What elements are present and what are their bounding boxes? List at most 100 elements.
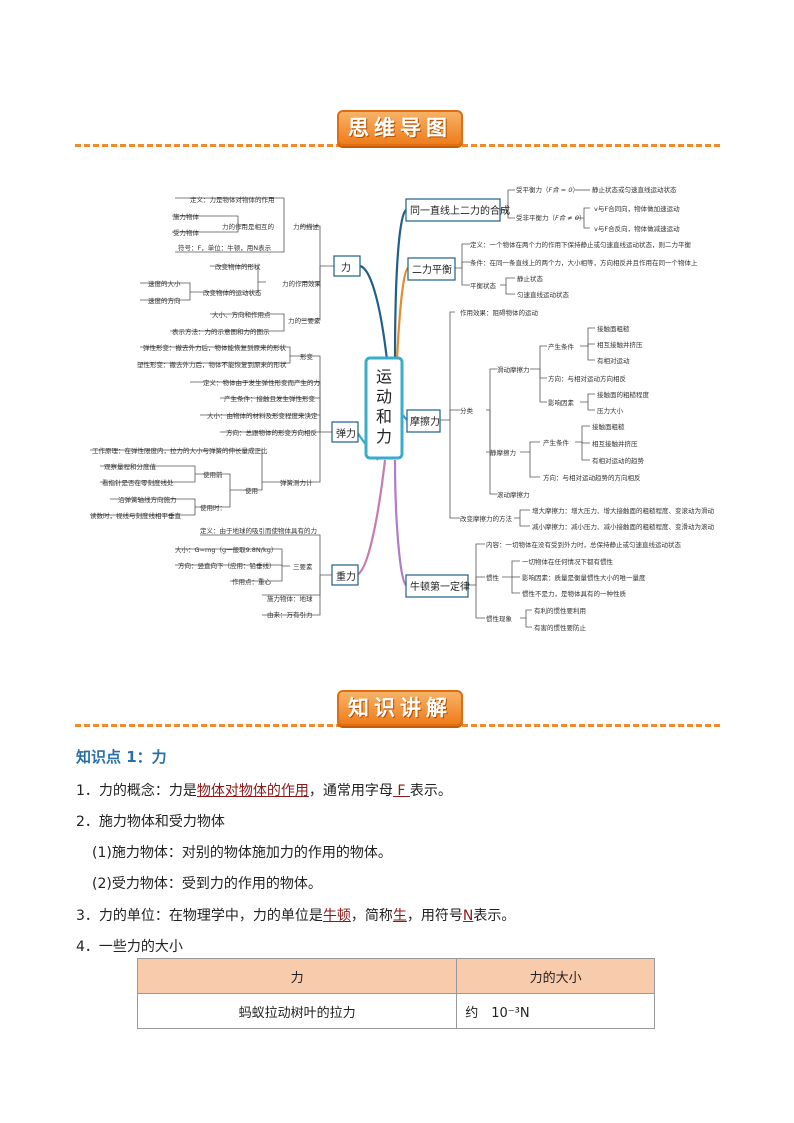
para-3: 3．力的单位：在物理学中，力的单位是牛顿，简称生，用符号N表示。 — [76, 908, 516, 924]
table-row: 蚂蚁拉动树叶的拉力 约 10⁻³N — [136, 993, 655, 1029]
center-node — [364, 356, 404, 460]
node-li: 力 — [341, 261, 351, 274]
mc-xg: 作用效果：阻碍物体的运动 — [460, 308, 539, 317]
tl-cond: 产生条件：接触且发生弹性形变 — [224, 394, 316, 403]
shiyong: 使用 — [245, 486, 258, 495]
dfz: 大小、方向和作用点 — [212, 310, 271, 319]
para-2-2: (2)受力物体：受到力的作用的物体。 — [92, 876, 322, 892]
answer-1: 物体对物体的作用 — [196, 783, 309, 799]
zuoyong-label: 力的作用效果 — [282, 279, 322, 288]
yl-dx: 压力大小 — [597, 406, 624, 415]
para-4: 4．一些力的大小 — [76, 939, 183, 955]
node-erli: 二力平衡 — [412, 263, 452, 276]
gaibian-xz: 改变物体的形状 — [215, 262, 261, 271]
node-tanli: 弹力 — [336, 427, 356, 440]
cc-cd: 接触面的粗糙程度 — [597, 390, 650, 399]
gaibian-yd: 改变物体的运动状态 — [203, 288, 262, 297]
gx-yh: 有害的惯性要防止 — [534, 623, 587, 632]
center-char-3: 和 — [376, 407, 392, 426]
mindmap-banner: 思维导图 — [75, 110, 720, 150]
force-table: 力 力的大小 蚂蚁拉动树叶的拉力 约 10⁻³N — [136, 958, 655, 1029]
node-mocali: 摩擦力 — [410, 415, 440, 428]
fuhao-label: 符号：F，单位：牛顿，用N表示 — [178, 243, 272, 252]
zd: 增大摩擦力：增大压力、增大接触面的粗糙程度、变滚动为滑动 — [532, 506, 715, 515]
gc: 观察量程和分度值 — [104, 462, 157, 471]
answer-2: F — [392, 783, 410, 799]
zl-pt: 作用点：重心 — [232, 577, 272, 586]
el-cond: 条件：在同一条直线上的两个力，大小相等，方向相反并且作用在同一个物体上 — [470, 258, 698, 267]
sanyaosu: 力的三要素 — [288, 316, 321, 325]
sudu-fx: 速度的方向 — [148, 296, 181, 305]
shou-fph: 受非平衡力（F合 ≠ 0） — [516, 213, 585, 222]
fenlei: 分类 — [460, 406, 474, 415]
jc-cc: 接触面粗糙 — [597, 324, 630, 333]
jx: 减小摩擦力：减小压力、减小接触面的粗糙程度、变滑动为滚动 — [532, 522, 715, 531]
gx1: 一切物体在任何情况下都有惯性 — [522, 557, 614, 566]
section-title: 知识点 1：力 — [76, 748, 167, 766]
zl-size: 大小：G=mg（g一般取9.8N/kg） — [175, 545, 277, 554]
tl-def: 定义：物体由于发生弹性形变而产生的力 — [203, 378, 320, 387]
zl-3: 三要素 — [293, 562, 313, 571]
biaoshi: 表示方法：力的示意图和力的图示 — [172, 327, 270, 336]
gx2: 影响因素：质量是衡量惯性大小的唯一量度 — [522, 573, 646, 582]
fx-js: v与F合反向，物体做减速运动 — [594, 224, 680, 233]
center-char-2: 动 — [376, 387, 392, 406]
table-header: 力 — [136, 958, 458, 994]
shili-label: 施力物体 — [173, 212, 200, 221]
answer-4: 生 — [392, 908, 407, 924]
center-char-1: 运 — [376, 367, 392, 386]
jm-dir: 方向：与相对运动趋势的方向相反 — [543, 473, 641, 482]
li-def: 定义：力是物体对物体的作用 — [190, 195, 275, 204]
hd-cs: 产生条件 — [548, 342, 575, 351]
table-header: 力的大小 — [456, 958, 655, 994]
ph-zt: 平衡状态 — [470, 281, 497, 290]
tlj-yl: 工作原理：在弹性限度内，拉力的大小与弹簧的伸长量成正比 — [92, 446, 268, 455]
gx3: 惯性不是力，是物体具有的一种性质 — [522, 589, 627, 598]
table-header-row: 力 力的大小 — [136, 958, 655, 994]
hd: 滑动摩擦力 — [497, 365, 530, 374]
jm-cc: 接触面粗糙 — [592, 422, 625, 431]
knowledge-banner-title: 知识讲解 — [348, 696, 452, 720]
zl-dir: 方向：竖直向下（应用：铅垂线） — [178, 561, 276, 570]
center-char-4: 力 — [376, 427, 392, 446]
zl-ly: 由来：万有引力 — [267, 610, 313, 619]
xingbian: 形变 — [300, 352, 314, 361]
mindmap-banner-title: 思维导图 — [348, 116, 452, 140]
para-1: 1．力的概念：力是物体对物体的作用，通常用字母 F 表示。 — [76, 783, 452, 799]
gx-yl: 有利的惯性要利用 — [534, 606, 586, 615]
jz-state: 静止状态或匀速直线运动状态 — [592, 185, 677, 194]
li-miaoshu: 力的描述 — [293, 222, 320, 231]
node-niudun: 牛顿第一定律 — [410, 580, 470, 593]
tl-dir: 方向：总跟物体的形变方向相反 — [226, 428, 318, 437]
zero: 看指针是否在零刻度线处 — [102, 478, 174, 487]
para-2: 2．施力物体和受力物体 — [76, 814, 225, 830]
mind-map: 运 动 和 力 力 弹力 重力 同一直线上二力的合成 二力平衡 摩擦力 牛顿第一… — [90, 185, 715, 632]
table-cell: 蚂蚁拉动树叶的拉力 — [136, 993, 458, 1029]
jm-jy: 相互接触并挤压 — [592, 439, 638, 448]
node-heli: 同一直线上二力的合成 — [410, 204, 510, 217]
yunsu: 匀速直线运动状态 — [517, 290, 570, 299]
tlj: 弹簧测力计 — [280, 478, 313, 487]
jm: 静摩擦力 — [490, 448, 516, 457]
yanzhou: 沿弹簧轴线方向施力 — [118, 495, 177, 504]
knowledge-banner: 知识讲解 — [75, 690, 720, 730]
sudu-dx: 速度的大小 — [148, 279, 181, 288]
para-2-1: (1)施力物体：对别的物体施加力的作用的物体。 — [92, 845, 392, 861]
gx-xx: 惯性现象 — [486, 614, 513, 623]
gb: 改变摩擦力的方法 — [460, 514, 513, 523]
ys: 影响因素 — [548, 398, 575, 407]
tl-size: 大小：由物体的材料及形变程度来决定 — [207, 411, 318, 420]
gd: 滚动摩擦力 — [497, 490, 530, 499]
jingzhi: 静止状态 — [517, 274, 544, 283]
answer-5: N — [462, 908, 474, 924]
nd-content: 内容：一切物体在没有受到外力时，总保持静止或匀速直线运动状态 — [486, 540, 682, 549]
answer-3: 牛顿 — [322, 908, 351, 924]
node-zhongli: 重力 — [336, 570, 356, 583]
zl-sl: 施力物体：地球 — [267, 594, 313, 603]
tanxing-xb: 弹性形变：撤去外力后，物体能恢复到原来的形状 — [143, 343, 287, 352]
hd-dir: 方向：与相对运动方向相反 — [548, 374, 627, 383]
el-def: 定义：一个物体在两个力的作用下保持静止或匀速直线运动状态，则二力平衡 — [470, 240, 692, 249]
tx-js: v与F合同向，物体做加速运动 — [594, 204, 680, 213]
jm-cs: 产生条件 — [543, 438, 570, 447]
jc-jy: 相互接触并挤压 — [597, 340, 643, 349]
